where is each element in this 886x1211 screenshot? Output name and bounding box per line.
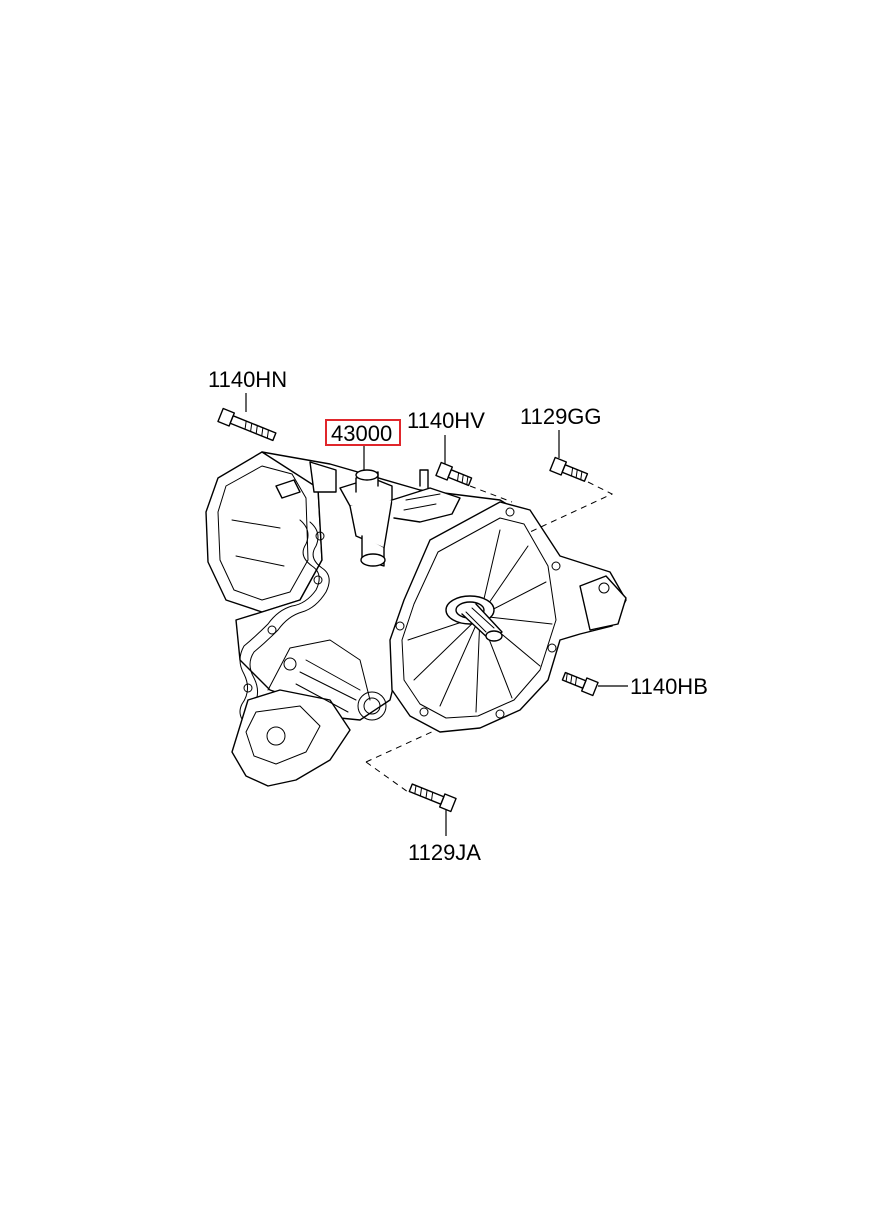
bolt-1140HV-icon <box>435 461 473 487</box>
bolt-1140HB-icon <box>561 671 599 697</box>
callout-labels: 1140HN 43000 1140HV 1129GG 1140HB 1129JA <box>208 367 708 865</box>
callout-1140HV[interactable]: 1140HV <box>407 408 485 433</box>
bolt-1129JA-icon <box>408 783 457 813</box>
callout-1129JA[interactable]: 1129JA <box>408 840 481 865</box>
bolt-1129GG-icon <box>549 456 589 482</box>
bolt-position-lines <box>365 481 614 793</box>
callout-1129GG[interactable]: 1129GG <box>520 404 602 429</box>
callout-1140HB[interactable]: 1140HB <box>630 674 708 699</box>
callout-1140HN[interactable]: 1140HN <box>208 367 287 392</box>
transaxle-assembly <box>205 451 627 787</box>
callout-43000-highlight-box <box>325 419 401 446</box>
leader-lines <box>245 393 628 836</box>
bolt-1140HN-icon <box>217 407 277 442</box>
callout-43000[interactable]: 43000 <box>331 421 392 446</box>
